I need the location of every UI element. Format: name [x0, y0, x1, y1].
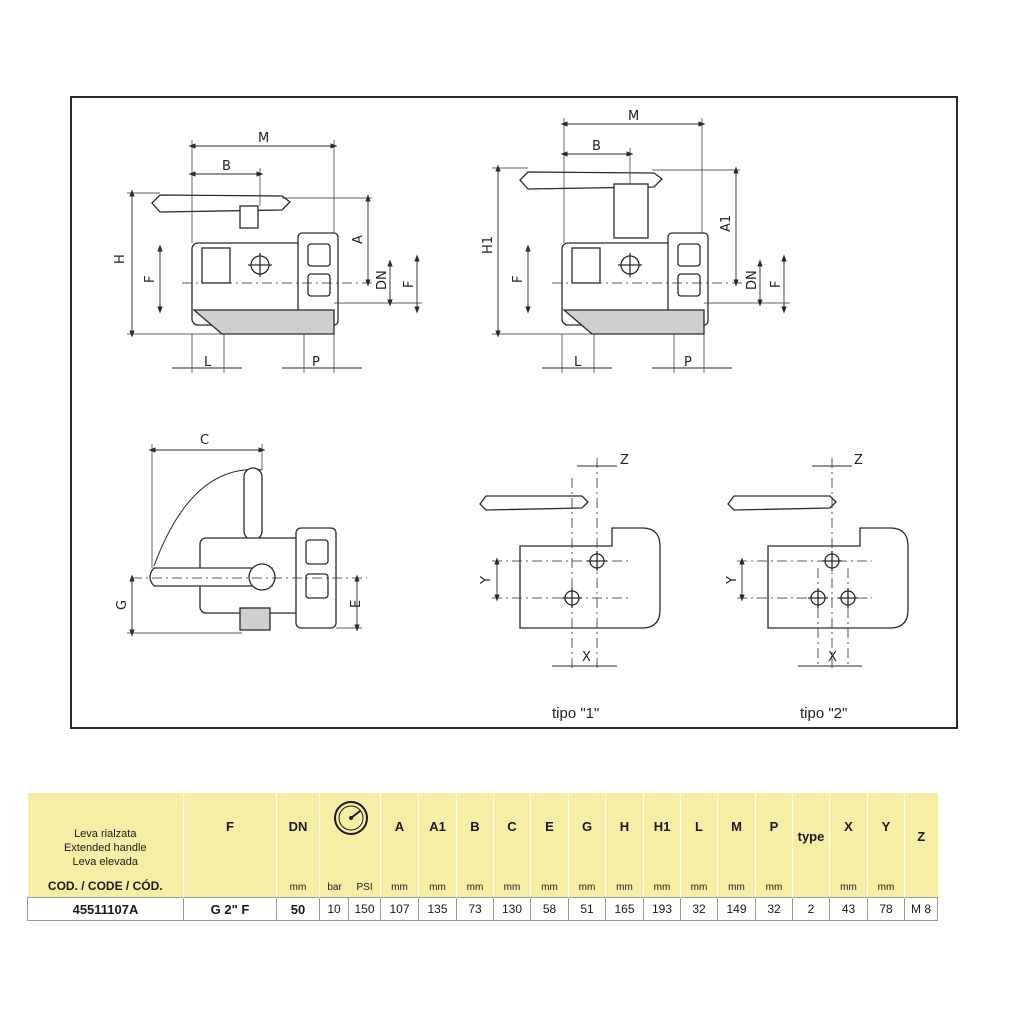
dim-label-x-1: X [582, 650, 591, 665]
cell-type: 2 [792, 897, 830, 921]
desc-line-es: Leva elevada [72, 856, 138, 868]
dim-label-l-2: L [574, 355, 582, 370]
dim-label-a1: A1 [719, 215, 734, 232]
cell-z: M 8 [904, 897, 938, 921]
table-row: 45511107A G 2" F 50 10 150 107 135 73 13… [27, 897, 1024, 921]
dim-label-f-left-2: F [511, 276, 526, 283]
dim-label-y-1: Y [479, 576, 494, 585]
dim-label-h1: H1 [481, 236, 496, 254]
cell-g: 51 [568, 897, 606, 921]
valve-front-view-1 [127, 140, 422, 373]
table-header-row: Leva rialzata Extended handle Leva eleva… [27, 793, 1024, 898]
caption-type-2: tipo "2" [800, 705, 847, 722]
dim-label-l: L [204, 355, 212, 370]
cell-psi: 150 [348, 897, 381, 921]
dim-label-b-2: B [592, 139, 601, 154]
header-z: Z [904, 793, 938, 898]
dim-label-a: A [351, 235, 366, 244]
cell-e: 58 [530, 897, 569, 921]
cell-a1: 135 [418, 897, 457, 921]
cell-p: 32 [755, 897, 793, 921]
cell-f: G 2" F [183, 897, 277, 921]
dim-label-e: E [349, 600, 364, 608]
dim-label-g: G [115, 600, 130, 610]
dim-label-z-2: Z [854, 453, 863, 468]
dim-label-f-left: F [143, 276, 158, 283]
type-1-diagram [479, 458, 661, 668]
technical-drawing: M B H F A DN F L P M B H1 F A1 DN F L P … [113, 109, 909, 722]
cell-l: 32 [680, 897, 718, 921]
header-dn: DN mm [276, 793, 320, 898]
dim-label-m-2: M [628, 109, 639, 124]
dim-label-p: P [312, 355, 320, 370]
cell-b: 73 [456, 897, 494, 921]
valve-top-view [127, 444, 367, 637]
cell-a: 107 [380, 897, 419, 921]
cell-c: 130 [493, 897, 531, 921]
dim-label-h: H [113, 254, 128, 264]
cell-h: 165 [605, 897, 644, 921]
spec-table: Leva rialzata Extended handle Leva eleva… [27, 793, 1024, 921]
header-unit-psi: PSI [356, 882, 373, 893]
desc-line-it: Leva rialzata [74, 828, 137, 840]
header-type: type [792, 793, 830, 898]
cell-bar: 10 [319, 897, 349, 921]
dim-label-z-1: Z [620, 453, 629, 468]
dim-label-dn-2: DN [745, 270, 760, 290]
dim-label-f-right: F [402, 281, 417, 288]
dim-label-x-2: X [828, 650, 837, 665]
dim-label-y-2: Y [725, 576, 740, 585]
dim-label-dn: DN [375, 270, 390, 290]
pressure-gauge-icon [334, 801, 368, 835]
desc-line-en: Extended handle [63, 842, 147, 854]
cell-m: 149 [717, 897, 756, 921]
dim-label-f-right-2: F [769, 281, 784, 288]
technical-drawing-frame: M B H F A DN F L P M B H1 F A1 DN F L P … [70, 96, 958, 729]
valve-front-view-extended [492, 118, 790, 373]
cell-h1: 193 [643, 897, 681, 921]
header-code-label: COD. / CODE / CÓD. [47, 879, 163, 893]
dim-label-m: M [258, 131, 269, 146]
header-description: Leva rialzata Extended handle Leva eleva… [27, 793, 184, 898]
dim-label-p-2: P [684, 355, 692, 370]
dim-label-c: C [200, 433, 209, 448]
header-unit-bar: bar [327, 882, 342, 893]
type-2-diagram [727, 458, 909, 668]
dim-label-b: B [222, 159, 231, 174]
cell-y: 78 [867, 897, 905, 921]
caption-type-1: tipo "1" [552, 705, 599, 722]
header-pressure: bar PSI [319, 793, 381, 898]
cell-x: 43 [829, 897, 868, 921]
header-f: F [183, 793, 277, 898]
cell-code: 45511107A [27, 897, 184, 921]
cell-dn: 50 [276, 897, 320, 921]
